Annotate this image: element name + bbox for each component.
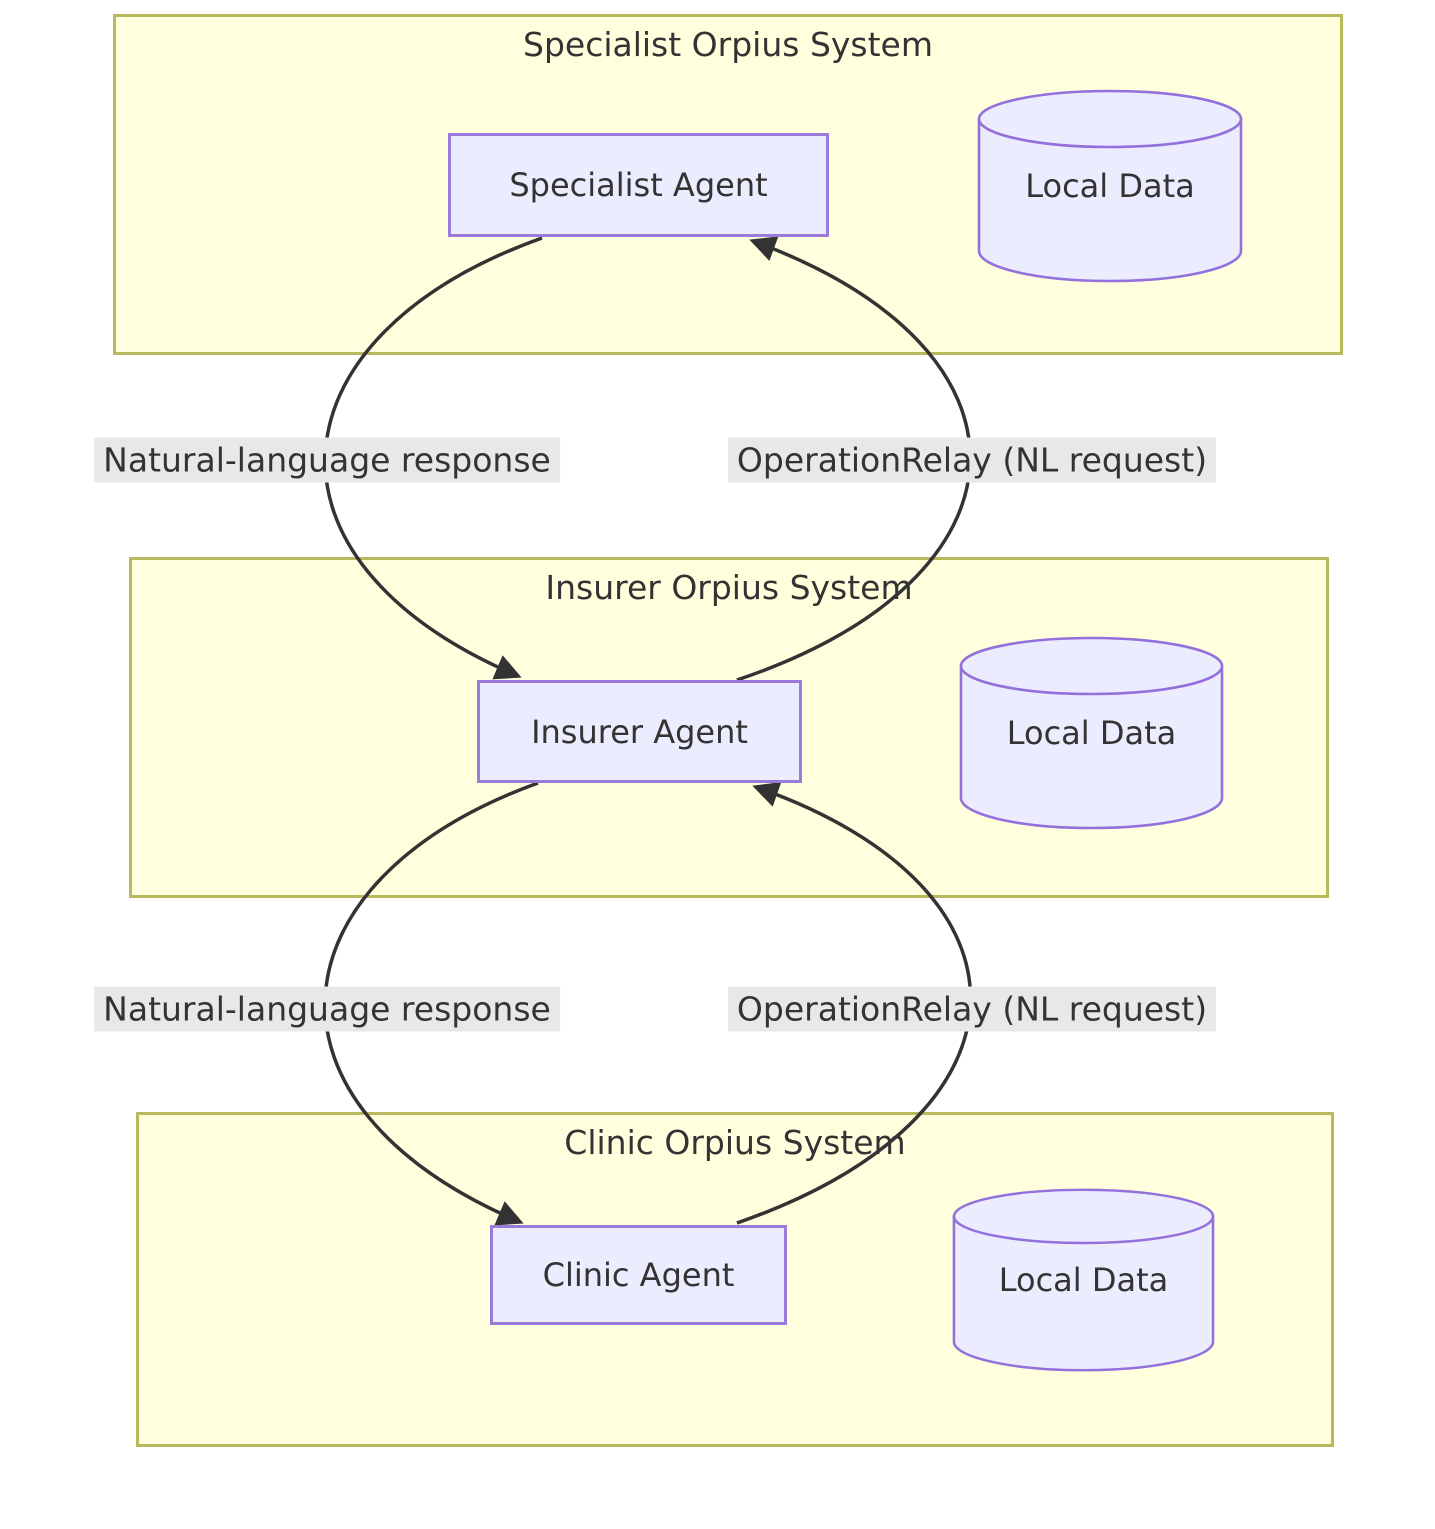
cylinder-local-data-insurer: Local Data xyxy=(957,634,1226,832)
cylinder-local-data-clinic: Local Data xyxy=(950,1186,1217,1374)
edge-label-response-bottom: Natural-language response xyxy=(94,986,560,1032)
edge-label-response-top: Natural-language response xyxy=(94,437,560,483)
node-specialist-agent: Specialist Agent xyxy=(448,133,829,237)
system-title-clinic: Clinic Orpius System xyxy=(564,1123,906,1162)
node-insurer-agent: Insurer Agent xyxy=(477,680,802,783)
local-data-label-insurer: Local Data xyxy=(1006,714,1177,752)
edge-label-request-top: OperationRelay (NL request) xyxy=(727,437,1217,483)
database-icon xyxy=(959,636,1224,830)
database-icon xyxy=(977,89,1243,283)
node-specialist-agent-label: Specialist Agent xyxy=(509,166,768,204)
cylinder-local-data-specialist: Local Data xyxy=(975,87,1245,285)
system-title-insurer: Insurer Orpius System xyxy=(545,568,913,607)
node-clinic-agent-label: Clinic Agent xyxy=(542,1256,735,1294)
edge-label-request-bottom: OperationRelay (NL request) xyxy=(727,986,1217,1032)
local-data-label-clinic: Local Data xyxy=(998,1261,1169,1299)
system-title-specialist: Specialist Orpius System xyxy=(522,25,934,64)
local-data-label-specialist: Local Data xyxy=(1025,167,1195,205)
node-insurer-agent-label: Insurer Agent xyxy=(531,712,748,751)
node-clinic-agent: Clinic Agent xyxy=(490,1225,787,1325)
database-icon xyxy=(952,1188,1215,1372)
